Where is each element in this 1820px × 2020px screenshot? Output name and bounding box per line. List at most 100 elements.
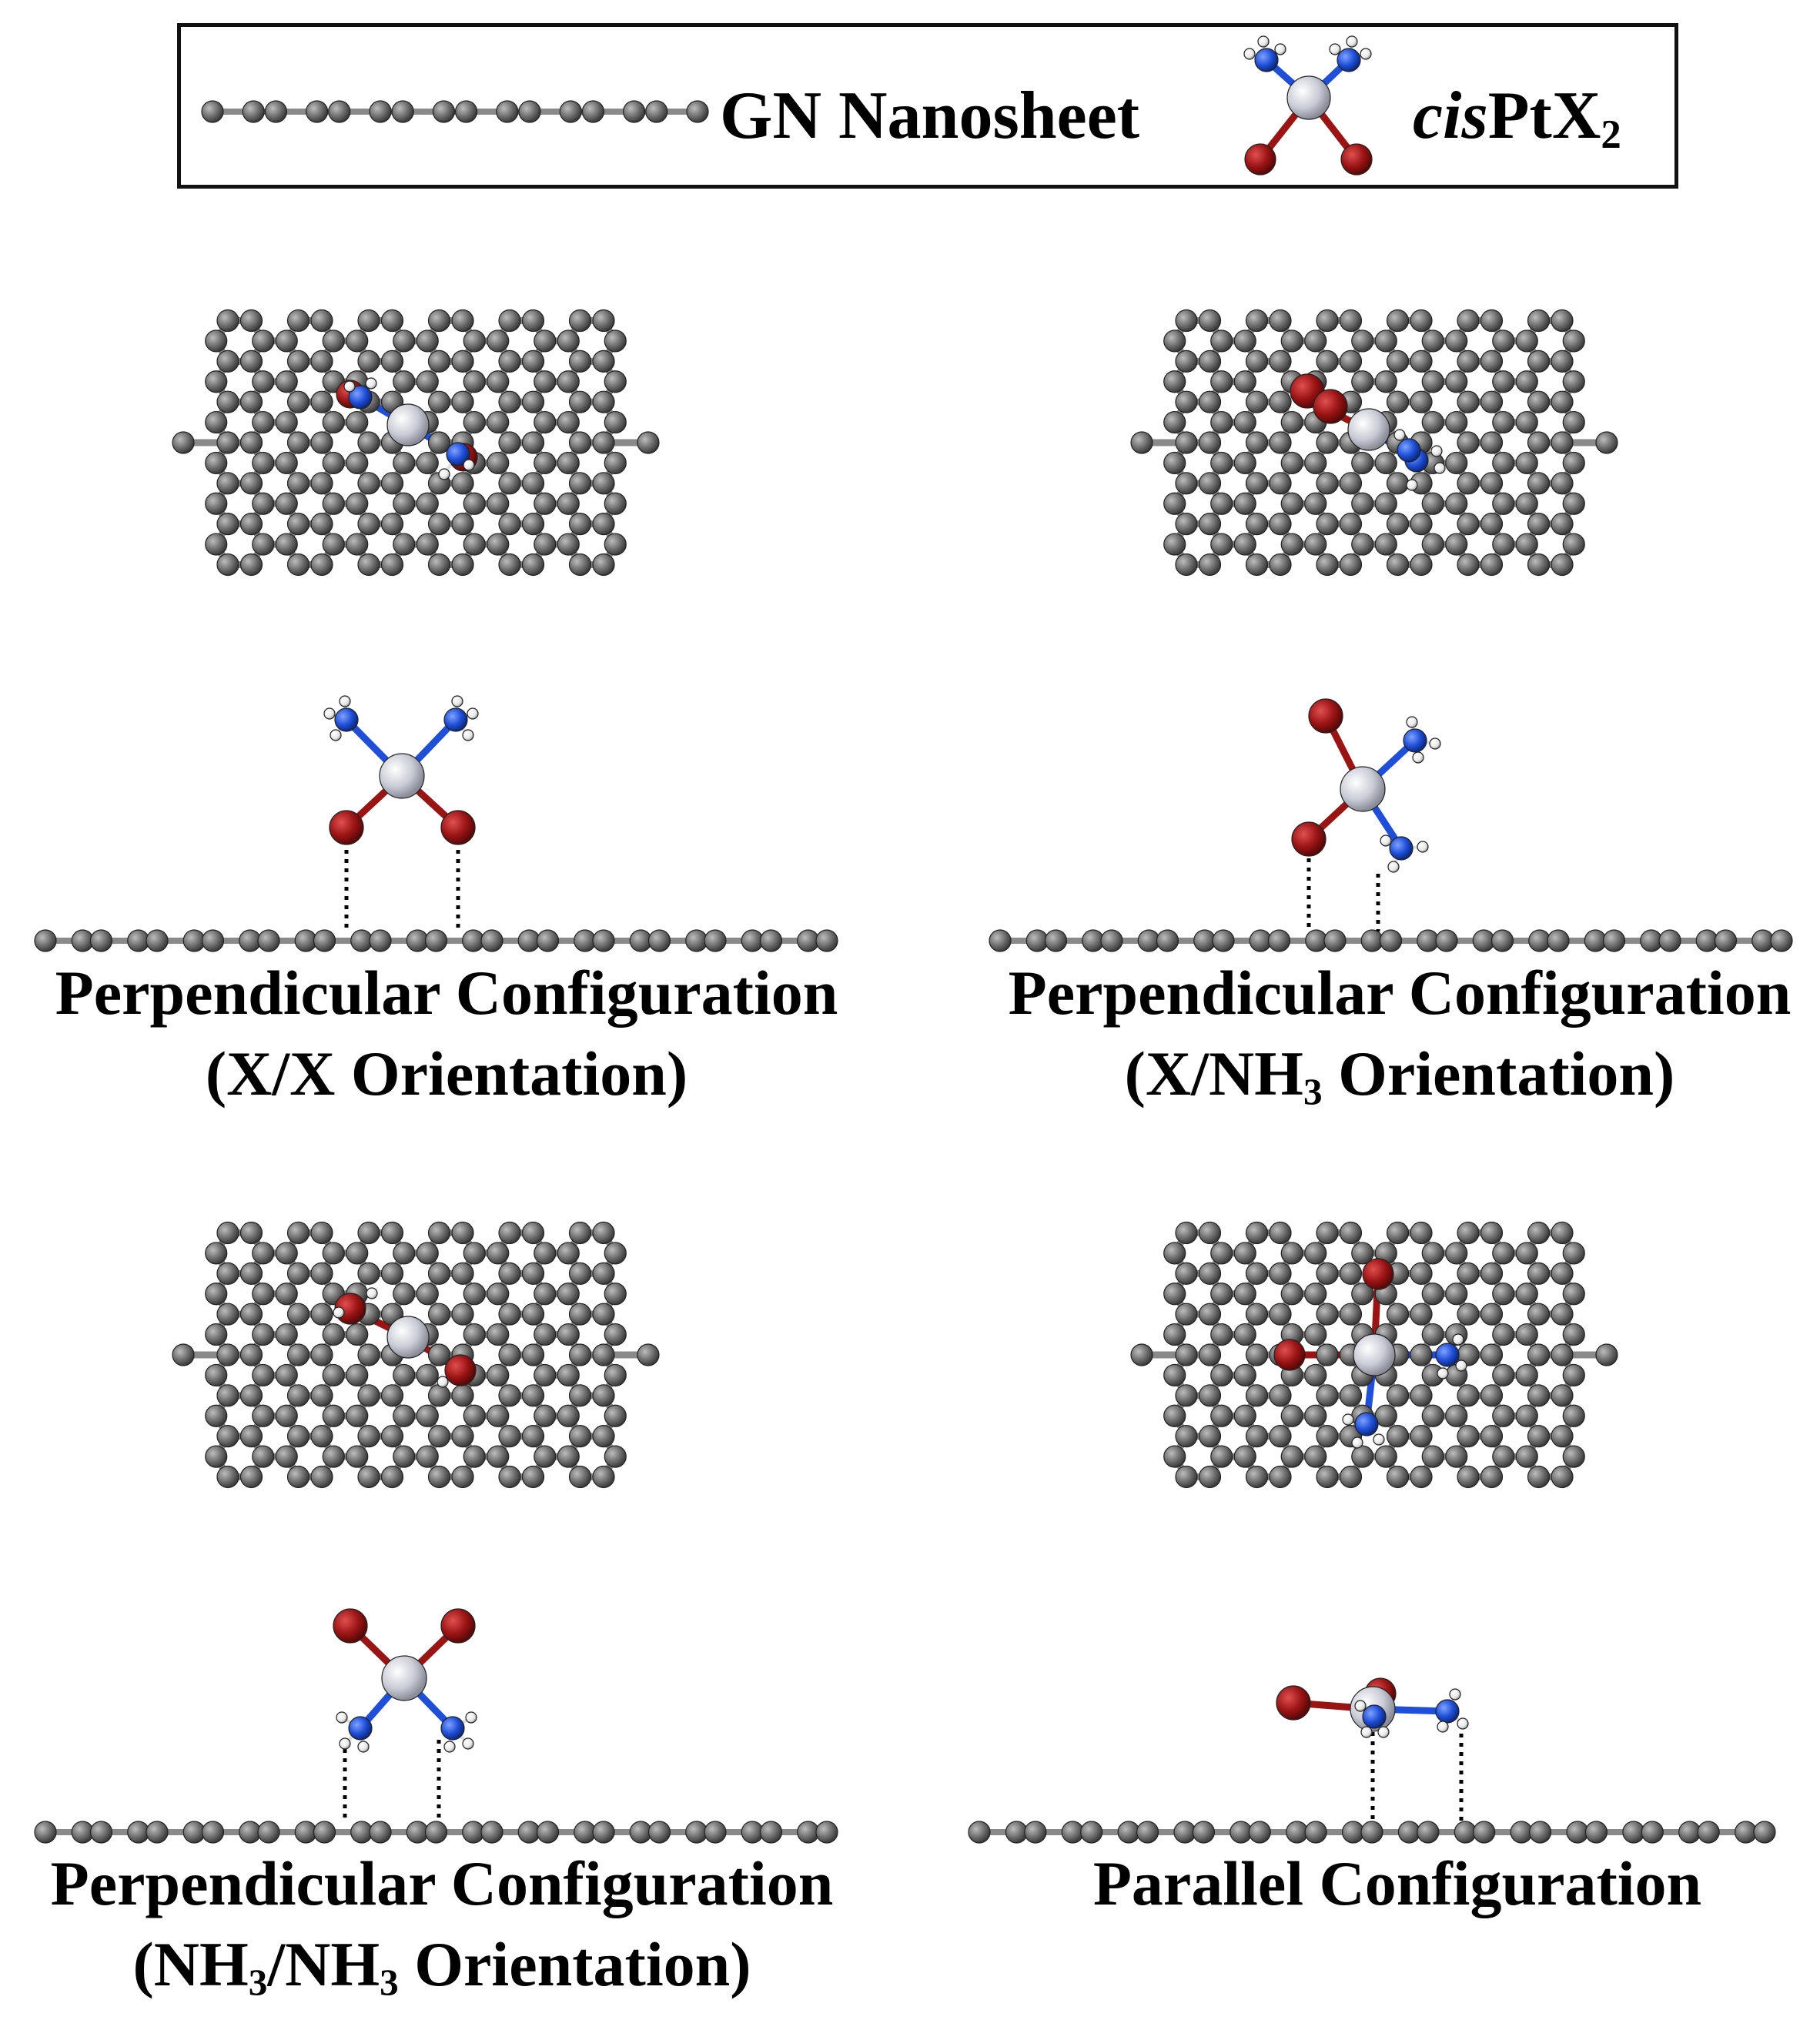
panel-3-graphene-carbon-atom [521, 1303, 545, 1326]
panel-2-graphene-carbon-atom [1515, 329, 1538, 353]
panel-3-side-hydrogen-atom [357, 1741, 370, 1753]
panel-4-graphene-carbon-atom [1198, 1425, 1222, 1448]
panel-2-graphene-carbon-atom [1316, 431, 1339, 454]
panel-3-graphene-carbon-atom [592, 1221, 615, 1245]
panel-3-graphene-carbon-atom [487, 1445, 510, 1468]
panel-4-graphene-carbon-atom [1480, 1465, 1504, 1489]
panel-4-graphene-carbon-atom [1527, 1465, 1551, 1489]
panel-2-graphene-carbon-atom [1233, 410, 1256, 434]
panel-1-graphene-carbon-atom [216, 309, 239, 333]
legend-sheet-atom [306, 100, 329, 123]
panel-1-graphene-carbon-atom [275, 410, 298, 434]
panel-1-graphene-carbon-atom [521, 472, 545, 495]
panel-4-graphene-carbon-atom [1527, 1425, 1551, 1448]
panel-3-graphene-carbon-atom [568, 1343, 592, 1366]
panel-1-graphene-carbon-atom [380, 513, 404, 536]
panel-2-graphene-carbon-atom [1374, 370, 1397, 393]
panel-3-graphene-carbon-atom [592, 1425, 615, 1448]
panel-4-graphene-carbon-atom [1304, 1323, 1327, 1346]
panel-3-hydrogen-atom [366, 1287, 378, 1299]
panel-3-graphene-carbon-atom [286, 1425, 310, 1448]
panel-1-mol-hydrogen-atom [438, 468, 450, 480]
panel-2-sheet-atom [1044, 929, 1068, 952]
panel-4-graphene-carbon-atom [1457, 1465, 1480, 1489]
panel-1-graphene-carbon-atom [498, 431, 521, 454]
panel-4-graphene-carbon-atom [1551, 1262, 1574, 1285]
panel-1-graphene-carbon-atom [393, 329, 416, 353]
panel-1-graphene-carbon-atom [568, 513, 592, 536]
panel-3-sheet-atom [480, 1821, 504, 1844]
panel-2-graphene-carbon-atom [1163, 451, 1186, 475]
panel-1-graphene-carbon-atom [592, 390, 615, 413]
panel-3-graphene-carbon-atom [380, 1425, 404, 1448]
panel-4-side-b-hydrogen-atom [1437, 1721, 1449, 1733]
panel-3-graphene-carbon-atom [592, 1384, 615, 1407]
panel-4-graphene-carbon-atom [1210, 1363, 1233, 1387]
panel-2-graphene-carbon-atom [1245, 513, 1269, 536]
panel-3-graphene-carbon-atom [380, 1465, 404, 1489]
panel-1-graphene-carbon-atom [427, 431, 451, 454]
panel-3-graphene-carbon-atom [275, 1445, 298, 1468]
panel-3-graphene-carbon-atom [380, 1262, 404, 1285]
legend-mol-hydrogen-atom [1274, 43, 1286, 55]
panel-4-sheet-atom [1117, 1821, 1140, 1844]
panel-2-graphene-carbon-atom [1316, 349, 1339, 373]
panel-1-graphene-carbon-atom [592, 431, 615, 454]
panel-1-graphene-carbon-atom [498, 390, 521, 413]
panel-1-sheet-atom [815, 929, 838, 952]
panel-3-side-hydrogen-atom [465, 1711, 477, 1724]
panel-3-graphene-carbon-atom [487, 1404, 510, 1427]
legend-mol-hydrogen-atom [1243, 48, 1256, 60]
panel-3-graphene-carbon-atom [487, 1323, 510, 1346]
panel-4-graphene-carbon-atom [1210, 1404, 1233, 1427]
panel-2-graphene-carbon-atom [1457, 431, 1480, 454]
legend-halogen-atom [1244, 143, 1276, 176]
panel-1-graphene-carbon-atom [463, 410, 486, 434]
panel-4-sheet-atom [1080, 1821, 1103, 1844]
panel-3-graphene-carbon-atom [205, 1445, 228, 1468]
panel-3-graphene-carbon-atom [393, 1242, 416, 1265]
panel-1-sheet-atom [759, 929, 783, 952]
panel-4-sheet-atom [1024, 1821, 1047, 1844]
panel-1-sheet-atom [146, 929, 169, 952]
panel-4-sheet-atom [1678, 1821, 1701, 1844]
panel-4-sheet-atom [1753, 1821, 1776, 1844]
panel-1-graphene-carbon-atom [534, 410, 557, 434]
panel-2-graphene-carbon-atom [1316, 553, 1339, 577]
panel-4-graphene-carbon-atom [1480, 1384, 1504, 1407]
panel-4-graphene-carbon-atom [1457, 1221, 1480, 1245]
panel-4-graphene-carbon-atom [1233, 1363, 1256, 1387]
panel-4-sheet-atom [1417, 1821, 1440, 1844]
panel-3-subtitle-c: Orientation) [398, 1929, 751, 1999]
panel-4-graphene-carbon-atom [1245, 1343, 1269, 1366]
panel-3-graphene-carbon-atom [427, 1343, 451, 1366]
panel-3-sheet-atom [815, 1821, 838, 1844]
panel-3-graphene-carbon-atom [592, 1303, 615, 1326]
panel-3-side-hydrogen-atom [443, 1741, 456, 1753]
panel-4-graphene-carbon-atom [1245, 1425, 1269, 1448]
panel-3-graphene-carbon-atom [252, 1323, 275, 1346]
panel-4-graphene-carbon-atom [1492, 1363, 1515, 1387]
panel-1-sheet-atom [34, 929, 57, 952]
panel-1-graphene-carbon-atom [592, 309, 615, 333]
panel-3-graphene-carbon-atom [205, 1363, 228, 1387]
panel-3-graphene-carbon-atom [286, 1303, 310, 1326]
panel-1-side-nitrogen-atom [334, 707, 359, 732]
panel-3-graphene-carbon-atom [275, 1323, 298, 1346]
panel-4-graphene-carbon-atom [1304, 1283, 1327, 1306]
panel-3-graphene-carbon-atom [322, 1323, 345, 1346]
panel-2-graphene-carbon-atom [1175, 349, 1198, 373]
panel-4-graphene-carbon-atom [1445, 1242, 1468, 1265]
panel-1-graphene-carbon-atom [521, 553, 545, 577]
panel-2-side-platinum-atom [1340, 766, 1386, 812]
legend-mol-hydrogen-atom [1360, 48, 1372, 60]
panel-2-side-hydrogen-atom [1429, 737, 1441, 750]
panel-4-sheet-atom [1397, 1821, 1421, 1844]
panel-2-graphene-carbon-atom [1280, 492, 1303, 515]
panel-2-graphene-carbon-atom [1445, 410, 1468, 434]
panel-2-graphene-carbon-atom [1175, 309, 1198, 333]
panel-2-graphene-carbon-atom [1492, 410, 1515, 434]
panel-4-sheet-atom [1360, 1821, 1383, 1844]
panel-1-graphene-carbon-atom [286, 513, 310, 536]
panel-3-side-hydrogen-atom [336, 1711, 348, 1724]
